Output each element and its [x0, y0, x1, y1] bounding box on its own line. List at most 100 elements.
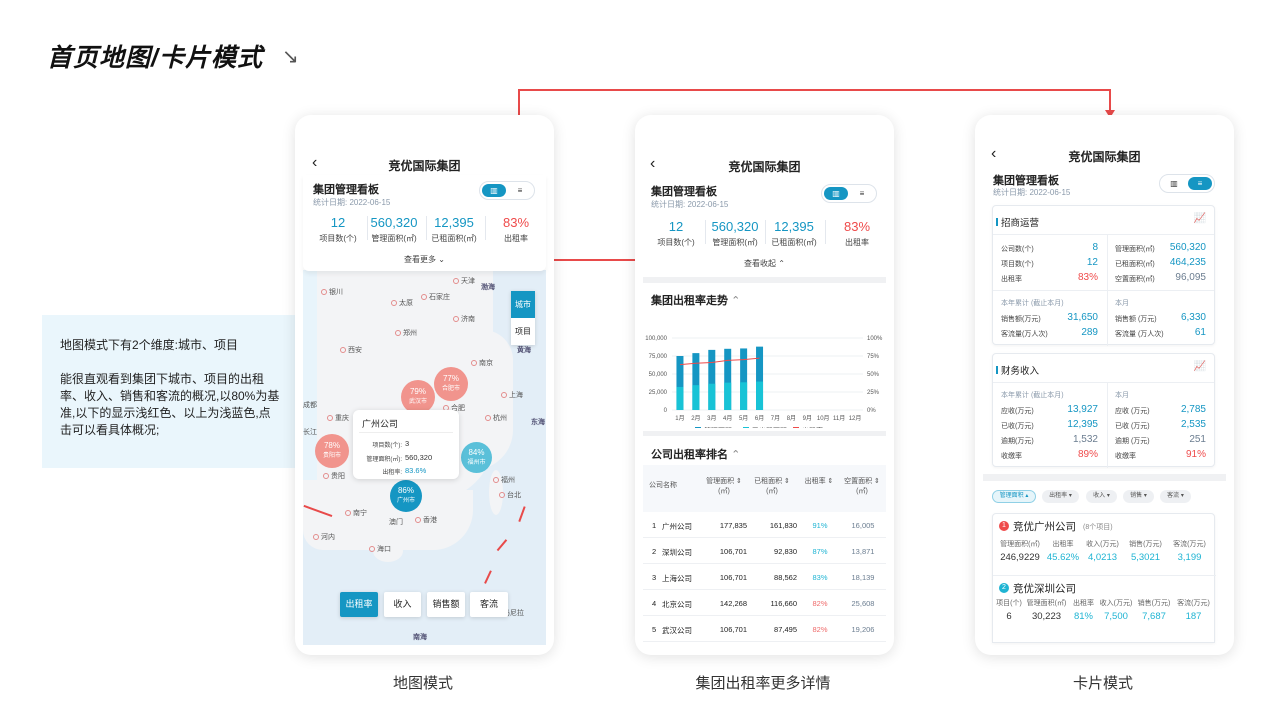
- col-rented-area[interactable]: 已租面积 ⇕(㎡): [754, 478, 790, 495]
- stat-label: 管理面积(㎡): [371, 234, 417, 243]
- filter-chip[interactable]: 收入 ▾: [1086, 490, 1117, 503]
- connector-line: [518, 89, 1111, 91]
- city-label: 石家庄: [421, 292, 450, 302]
- y2-tick-label: 100%: [867, 336, 883, 342]
- metric-value: 246,9229: [1000, 552, 1040, 563]
- map-bubble[interactable]: 86%广州市: [390, 480, 422, 512]
- bubble-rate: 79%: [409, 387, 426, 396]
- arrow-down-right-icon: ↘: [282, 46, 299, 68]
- bar-rented-area: [740, 382, 748, 410]
- metric-value: 45.62%: [1046, 552, 1080, 563]
- view-toggle: ▥ ≡: [1159, 174, 1215, 193]
- filter-chip[interactable]: 销售 ▾: [1123, 490, 1154, 503]
- back-icon[interactable]: ‹: [312, 154, 318, 171]
- back-icon[interactable]: ‹: [991, 145, 997, 162]
- month-label: 本月: [1115, 300, 1129, 307]
- caption-map-mode: 地图模式: [392, 675, 454, 692]
- metric-sales-button[interactable]: 销售额: [427, 592, 465, 617]
- filter-chip[interactable]: 客流 ▾: [1160, 490, 1191, 503]
- board-title: 集团管理看板: [651, 186, 717, 198]
- dimension-city-button[interactable]: 城市: [511, 291, 535, 318]
- list-icon[interactable]: ≡: [1188, 177, 1212, 190]
- managed-area: 106,701: [719, 573, 747, 582]
- bubble-rate: 77%: [442, 374, 459, 383]
- city-label: 太原: [391, 298, 413, 308]
- bar-rented-area: [692, 385, 700, 410]
- dimension-project-button[interactable]: 项目: [515, 327, 531, 336]
- chevron-up-icon: ⌃: [731, 295, 741, 307]
- rank-number: 1: [652, 521, 657, 530]
- trend-chart-icon[interactable]: 📈: [1193, 213, 1206, 224]
- bar-managed-area: [708, 349, 716, 410]
- trend-section-title[interactable]: 集团出租率走势 ⌃: [651, 295, 741, 307]
- city-label: 台北: [499, 490, 521, 500]
- rented-area: 116,660: [770, 599, 797, 608]
- stat-rent-rate: 83%出租率: [826, 219, 888, 248]
- map-bubble[interactable]: 78%贵阳市: [315, 434, 349, 468]
- app-title: 竞优国际集团: [728, 160, 801, 174]
- caption-card-mode: 卡片模式: [1072, 675, 1134, 692]
- filter-chip[interactable]: 出租率 ▾: [1042, 490, 1079, 503]
- filter-chip[interactable]: 管理面积 ▴: [992, 490, 1036, 503]
- stat-date: 统计日期: 2022-06-15: [651, 200, 729, 209]
- x-tick-label: 1月: [675, 415, 684, 422]
- stat-value: 12: [668, 219, 684, 234]
- river-label: 长江: [303, 429, 317, 436]
- trend-chart-icon[interactable]: 📈: [1193, 361, 1206, 372]
- kv-value: 96,095: [1175, 272, 1206, 283]
- vacant-area: 25,608: [851, 599, 875, 608]
- app-title: 竞优国际集团: [388, 159, 461, 173]
- sea-label: 黄海: [517, 347, 531, 354]
- map-bubble[interactable]: 84%福州市: [461, 442, 492, 473]
- city-label: 合肥: [443, 403, 465, 413]
- back-icon[interactable]: ‹: [650, 155, 656, 172]
- map-icon[interactable]: ▥: [482, 184, 506, 197]
- map-icon[interactable]: ▥: [1170, 179, 1178, 188]
- stat-label: 出租率: [845, 238, 869, 247]
- x-tick-label: 12月: [849, 415, 862, 422]
- col-managed-area[interactable]: 管理面积 ⇕(㎡): [706, 478, 742, 495]
- rented-area: 88,562: [774, 573, 797, 582]
- col-vacant-area[interactable]: 空置面积 ⇕(㎡): [844, 478, 880, 495]
- bubble-city: 武汉市: [408, 399, 427, 405]
- list-icon[interactable]: ≡: [859, 189, 865, 198]
- metric-value: 81%: [1073, 611, 1093, 622]
- city-label: 香港: [415, 515, 437, 525]
- col-company[interactable]: 公司名称: [649, 482, 677, 489]
- x-tick-label: 9月: [803, 415, 812, 422]
- sea-label: 渤海: [481, 284, 495, 291]
- metric-rent-rate-button[interactable]: 出租率: [340, 592, 378, 617]
- col-rent-rate[interactable]: 出租率 ⇕: [804, 478, 834, 485]
- company-name: 竞优广州公司: [1013, 521, 1076, 533]
- metric-label: 客流(万元): [1173, 541, 1206, 548]
- y-tick-label: 50,000: [649, 372, 668, 378]
- list-icon[interactable]: ≡: [517, 186, 523, 195]
- stat-value: 83%: [502, 215, 530, 230]
- map-bubble[interactable]: 77%合肥市: [434, 367, 468, 401]
- city-label: 贵阳: [323, 471, 345, 481]
- show-more-link[interactable]: 查看更多 ⌄: [404, 255, 445, 264]
- view-toggle: ▥ ≡: [479, 181, 535, 200]
- x-tick-label: 5月: [739, 415, 748, 422]
- collapse-link[interactable]: 查看收起 ⌃: [744, 259, 785, 268]
- bar-managed-area: [676, 356, 684, 410]
- company-name: 武汉公司: [662, 626, 692, 635]
- metric-traffic-button[interactable]: 客流: [470, 592, 508, 617]
- map-icon[interactable]: ▥: [824, 187, 848, 200]
- metric-value: 4,0213: [1087, 552, 1118, 563]
- map-bubble[interactable]: 79% 武汉市: [401, 380, 435, 414]
- tooltip-label: 出租率:: [382, 470, 402, 476]
- metric-income-button[interactable]: 收入: [384, 592, 421, 617]
- china-map[interactable]: 银川 天津 石家庄 太原 济南 西安 郑州 南京 上海 合肥 重庆 杭州 长江 …: [303, 270, 546, 645]
- ranking-section-title[interactable]: 公司出租率排名 ⌃: [651, 449, 741, 461]
- vacant-area: 19,206: [851, 625, 875, 634]
- kv-label: 销售额 (万元): [1115, 316, 1157, 323]
